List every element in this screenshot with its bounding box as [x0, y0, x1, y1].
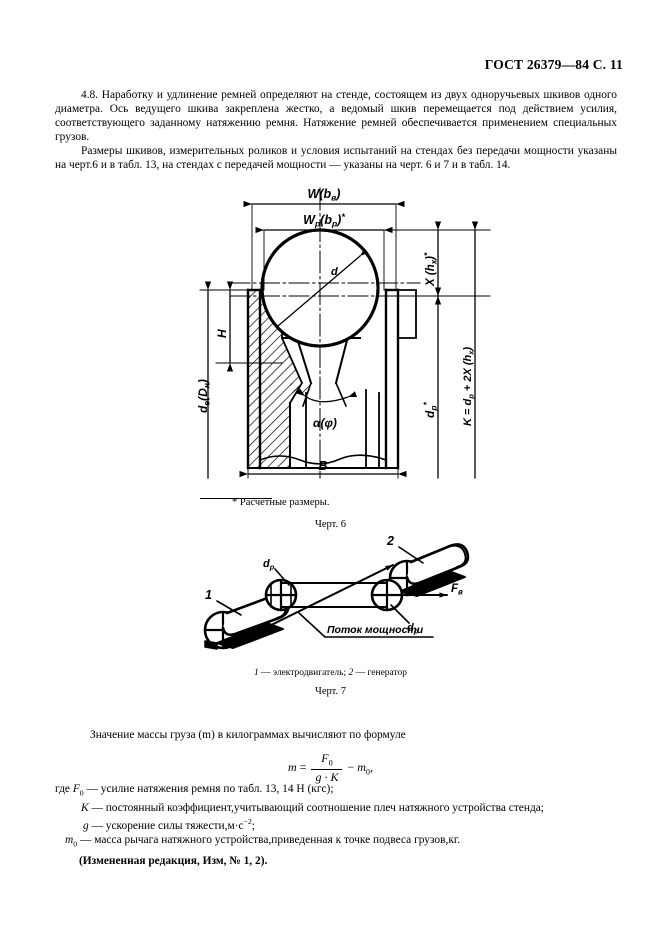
formula-variable-definitions: где F0 — усилие натяжения ремня по табл.… — [55, 782, 625, 868]
label-width-outer: W(bв) — [308, 187, 341, 203]
figure-6-caption: Черт. 6 — [315, 519, 346, 530]
formula-comma: , — [370, 759, 373, 774]
label-circle-diameter: d — [331, 266, 338, 278]
formula-numerator: F0 — [311, 751, 343, 771]
formula-minus: − — [347, 759, 355, 774]
legend-item-2-text: — генератор — [353, 668, 408, 678]
variable-symbol: F — [72, 783, 80, 795]
variable-symbol-sub: 0 — [79, 788, 84, 798]
figure-7-label-2: 2 — [386, 534, 394, 548]
footnote-divider — [200, 498, 272, 499]
variable-definition-row: K — постоянный коэффициент,учитывающий с… — [55, 801, 625, 815]
formula-rhs-sub: 0 — [365, 767, 370, 777]
variable-exponent: −2 — [243, 816, 252, 826]
label-x-hx: X (hx)* — [422, 252, 439, 287]
legend-item-1-number: 1 — [253, 668, 259, 678]
formula-numerator-symbol: F — [321, 751, 329, 765]
figure-7-label-dp-left: dp — [263, 558, 275, 572]
variable-symbol: m — [65, 833, 74, 846]
label-k-formula: K = dp + 2X (hx) — [462, 347, 476, 426]
legend-item-1-text: — электродвигатель; — [258, 668, 349, 678]
variable-definition-row: g — ускорение силы тяжести,м·с−2; — [55, 815, 625, 833]
figure-7-legend: 1 — электродвигатель; 2 — генератор — [0, 668, 661, 678]
figure-6-footnote: * Расчетные размеры. — [232, 497, 330, 508]
formula-denominator: g · K — [315, 770, 339, 785]
page-header-standard-number: ГОСТ 26379—84 С. 11 — [484, 57, 623, 72]
label-width-b: B — [318, 459, 327, 473]
figure-7-label-dp-right: dp — [407, 622, 419, 636]
label-pitch-diameter: dp* — [422, 401, 439, 418]
figure-7-label-power-flow: Поток мощности — [327, 624, 424, 636]
label-width-pitch: Wp(bp)* — [303, 212, 345, 229]
variable-definition-row: m0 — масса рычага натяжного устройства,п… — [55, 833, 625, 852]
variable-description: — масса рычага натяжного устройства,прив… — [77, 833, 461, 846]
formula-intro-text: Значение массы груза (m) в килограммах в… — [90, 729, 406, 741]
variable-tail: ; — [251, 819, 255, 832]
label-outer-diameter: de(Dн) — [196, 379, 212, 413]
variable-description: — ускорение силы тяжести,м·с — [88, 819, 244, 832]
variable-symbol-sub: 0 — [73, 839, 78, 849]
revision-note: (Измененная редакция, Изм, № 1, 2). — [79, 854, 268, 867]
paragraph-4-8: 4.8. Наработку и удлинение ремней опреде… — [55, 89, 617, 144]
figure-7-label-1: 1 — [205, 588, 212, 602]
label-height-h: H — [215, 329, 229, 338]
variable-description: — усилие натяжения ремня по табл. 13, 14… — [83, 783, 334, 795]
legend-item-2-number: 2 — [348, 668, 354, 678]
figure-7-power-transmission-stand: 1 2 dp dp Fв Поток мощности — [175, 533, 505, 658]
formula-rhs: m — [357, 759, 366, 774]
variable-definition-row: где F0 — усилие натяжения ремня по табл.… — [55, 782, 625, 801]
formula-fraction: F0 g · K — [311, 751, 343, 785]
figure-7-label-force: Fв — [451, 583, 463, 597]
variable-symbol: K — [81, 801, 89, 814]
figure-7-caption: Черт. 7 — [315, 686, 346, 697]
body-text-block: 4.8. Наработку и удлинение ремней опреде… — [55, 88, 617, 173]
formula-equals: = — [299, 759, 307, 774]
variable-symbol: g — [83, 819, 89, 832]
formula-numerator-sub: 0 — [328, 758, 333, 768]
label-groove-angle: α(φ) — [313, 416, 337, 430]
mass-formula: m = F0 g · K − m0, — [0, 751, 661, 785]
where-prefix: где — [55, 783, 73, 795]
figure-6-pulley-cross-section: W(bв) Wp(bp)* d α(φ) B de(Dн) H X (hx)* … — [190, 178, 510, 488]
formula-lhs: m — [288, 759, 297, 774]
variable-description: — постоянный коэффициент,учитывающий соо… — [88, 801, 544, 814]
paragraph-pulley-sizes: Размеры шкивов, измерительных роликов и … — [55, 145, 617, 172]
